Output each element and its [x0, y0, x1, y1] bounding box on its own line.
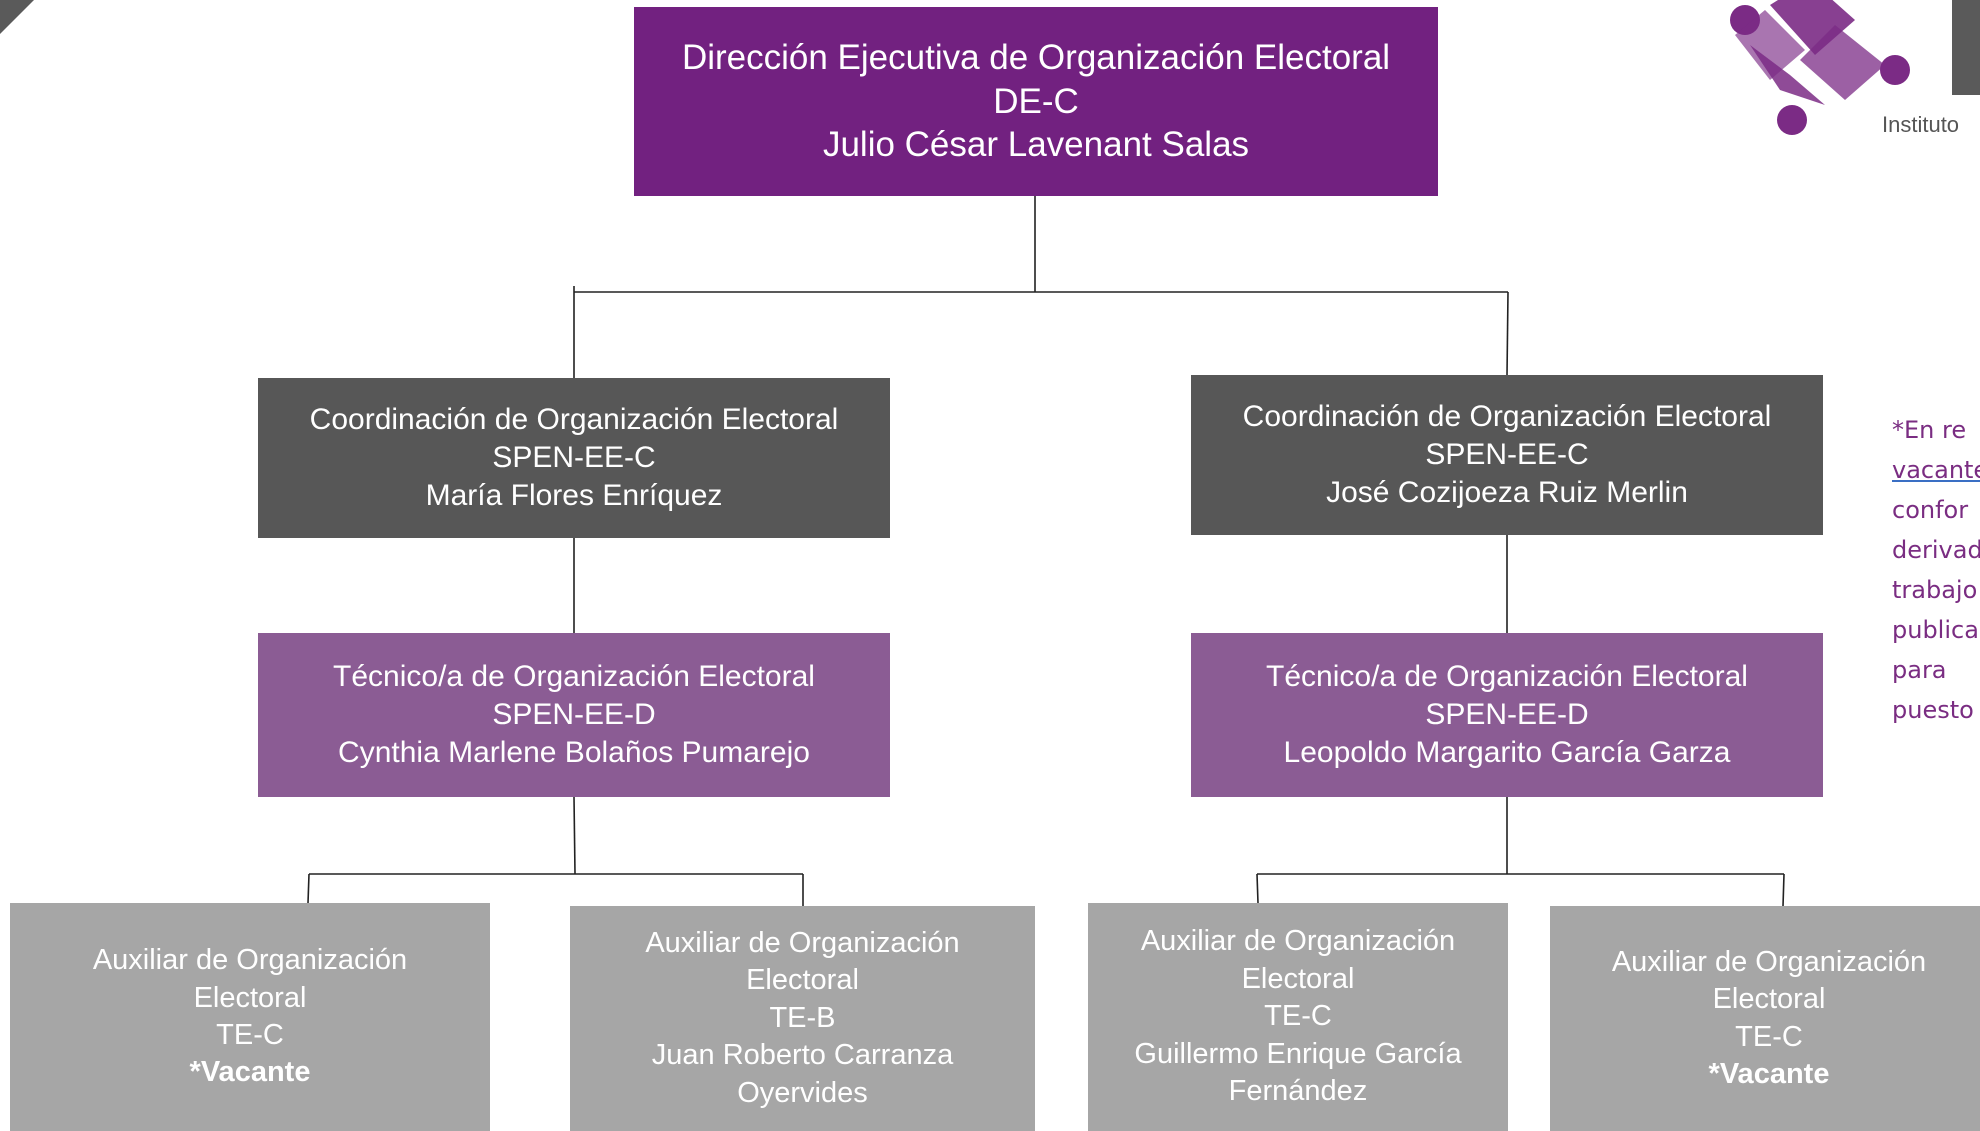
- auxiliary-title-cont: Electoral: [1241, 962, 1355, 995]
- auxiliary-box-4: Auxiliar de Organización Electoral TE-C …: [1550, 906, 1980, 1131]
- coordination-code: SPEN-EE-C: [492, 440, 656, 474]
- director-code: DE-C: [993, 81, 1079, 121]
- technician-box-right: Técnico/a de Organización Electoral SPEN…: [1191, 633, 1823, 797]
- technician-name: Leopoldo Margarito García Garza: [1283, 736, 1731, 770]
- auxiliary-vacant-label: *Vacante: [1708, 1057, 1830, 1090]
- auxiliary-code: TE-B: [769, 1001, 836, 1034]
- auxiliary-code: TE-C: [216, 1019, 284, 1051]
- institute-logo-text: Instituto: [1882, 112, 1960, 137]
- side-note-line: publica: [1892, 616, 1979, 644]
- side-note-line: trabajo: [1892, 576, 1978, 604]
- side-note-line: para: [1892, 656, 1947, 684]
- technician-title: Técnico/a de Organización Electoral: [333, 659, 815, 693]
- director-title: Dirección Ejecutiva de Organización Elec…: [681, 37, 1391, 77]
- side-note-line: vacante: [1892, 456, 1980, 484]
- side-note-line: confor: [1892, 496, 1969, 524]
- auxiliary-box-3: Auxiliar de Organización Electoral TE-C …: [1088, 903, 1508, 1131]
- auxiliary-name: Juan Roberto Carranza: [651, 1039, 954, 1072]
- technician-box-left: Técnico/a de Organización Electoral SPEN…: [258, 633, 890, 797]
- institute-logo: [1730, 0, 1980, 135]
- coordination-title: Coordinación de Organización Electoral: [309, 402, 839, 436]
- director-name: Julio César Lavenant Salas: [822, 125, 1250, 165]
- coordination-title: Coordinación de Organización Electoral: [1242, 399, 1772, 433]
- technician-name: Cynthia Marlene Bolaños Pumarejo: [338, 736, 810, 770]
- auxiliary-title: Auxiliar de Organización: [1611, 945, 1927, 978]
- side-note-line: puesto: [1892, 696, 1974, 724]
- auxiliary-vacant-label: *Vacante: [189, 1056, 311, 1089]
- technician-code: SPEN-EE-D: [492, 697, 656, 731]
- coordination-box-right: Coordinación de Organización Electoral S…: [1191, 375, 1823, 535]
- side-note: *En re vacante confor derivad trabajo pu…: [1892, 410, 1980, 730]
- technician-code: SPEN-EE-D: [1425, 697, 1589, 731]
- auxiliary-title-cont: Electoral: [746, 964, 859, 997]
- auxiliary-name-cont: Fernández: [1228, 1075, 1368, 1108]
- side-note-line: derivad: [1892, 536, 1980, 564]
- corner-decoration: [0, 0, 34, 34]
- auxiliary-title-cont: Electoral: [193, 981, 307, 1014]
- auxiliary-box-2: Auxiliar de Organización Electoral TE-B …: [570, 906, 1035, 1131]
- auxiliary-name-cont: Oyervides: [737, 1076, 868, 1109]
- coordination-name: María Flores Enríquez: [425, 479, 723, 513]
- auxiliary-name: Guillermo Enrique García: [1134, 1037, 1462, 1070]
- auxiliary-code: TE-C: [1264, 1000, 1332, 1033]
- auxiliary-title: Auxiliar de Organización: [1140, 925, 1456, 958]
- auxiliary-box-1: Auxiliar de Organización Electoral TE-C …: [10, 903, 490, 1131]
- technician-title: Técnico/a de Organización Electoral: [1266, 659, 1748, 693]
- side-note-line: *En re: [1892, 416, 1967, 444]
- auxiliary-title: Auxiliar de Organización: [645, 926, 960, 959]
- auxiliary-title-cont: Electoral: [1712, 983, 1826, 1016]
- auxiliary-title: Auxiliar de Organización: [92, 944, 408, 977]
- auxiliary-code: TE-C: [1735, 1020, 1803, 1053]
- coordination-box-left: Coordinación de Organización Electoral S…: [258, 378, 890, 538]
- coordination-name: José Cozijoeza Ruiz Merlin: [1326, 476, 1688, 510]
- director-box: Dirección Ejecutiva de Organización Elec…: [634, 7, 1438, 196]
- coordination-code: SPEN-EE-C: [1425, 437, 1589, 471]
